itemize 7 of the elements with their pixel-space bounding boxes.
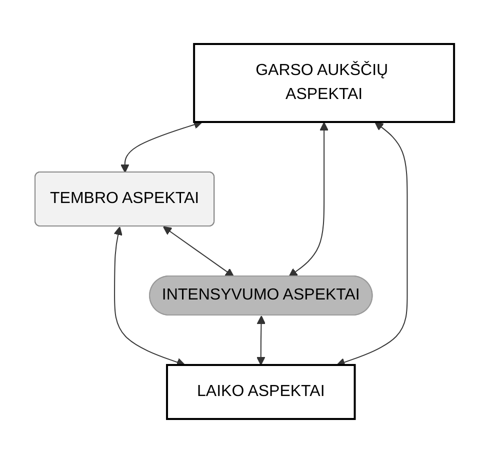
arrow (289, 122, 329, 276)
node-box: LAIKO ASPEKTAI (166, 363, 356, 420)
arrow (256, 315, 266, 365)
arrow (114, 226, 186, 366)
node-box: GARSO AUKŠČIŲ ASPEKTAI (194, 42, 456, 122)
arrow (163, 226, 235, 276)
arrow (336, 121, 408, 366)
